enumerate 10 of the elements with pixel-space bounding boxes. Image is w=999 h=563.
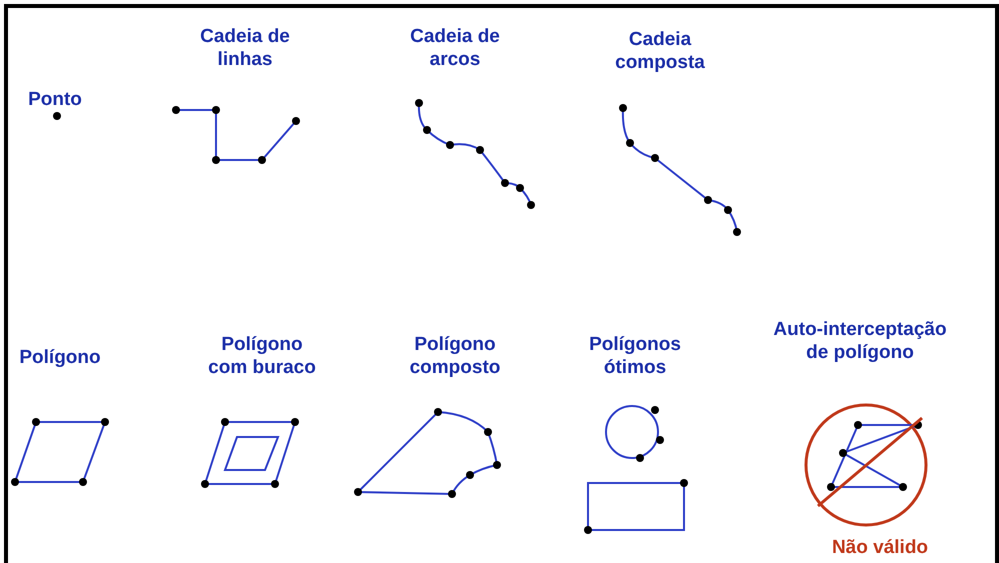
- caption-text: Ponto: [27, 88, 83, 111]
- warning-text: Não válido: [830, 536, 930, 559]
- caption-text: Polígono: [18, 346, 102, 369]
- caption-text: Auto-interceptação de polígono: [772, 318, 948, 364]
- caption-text: Polígono composto: [408, 333, 502, 379]
- caption-text: Polígonos ótimos: [588, 333, 682, 379]
- caption-text: Cadeia de arcos: [410, 25, 500, 71]
- caption-text: Polígono com buraco: [207, 333, 317, 379]
- caption-text: Cadeia composta: [614, 28, 706, 74]
- caption-text: Cadeia de linhas: [200, 25, 290, 71]
